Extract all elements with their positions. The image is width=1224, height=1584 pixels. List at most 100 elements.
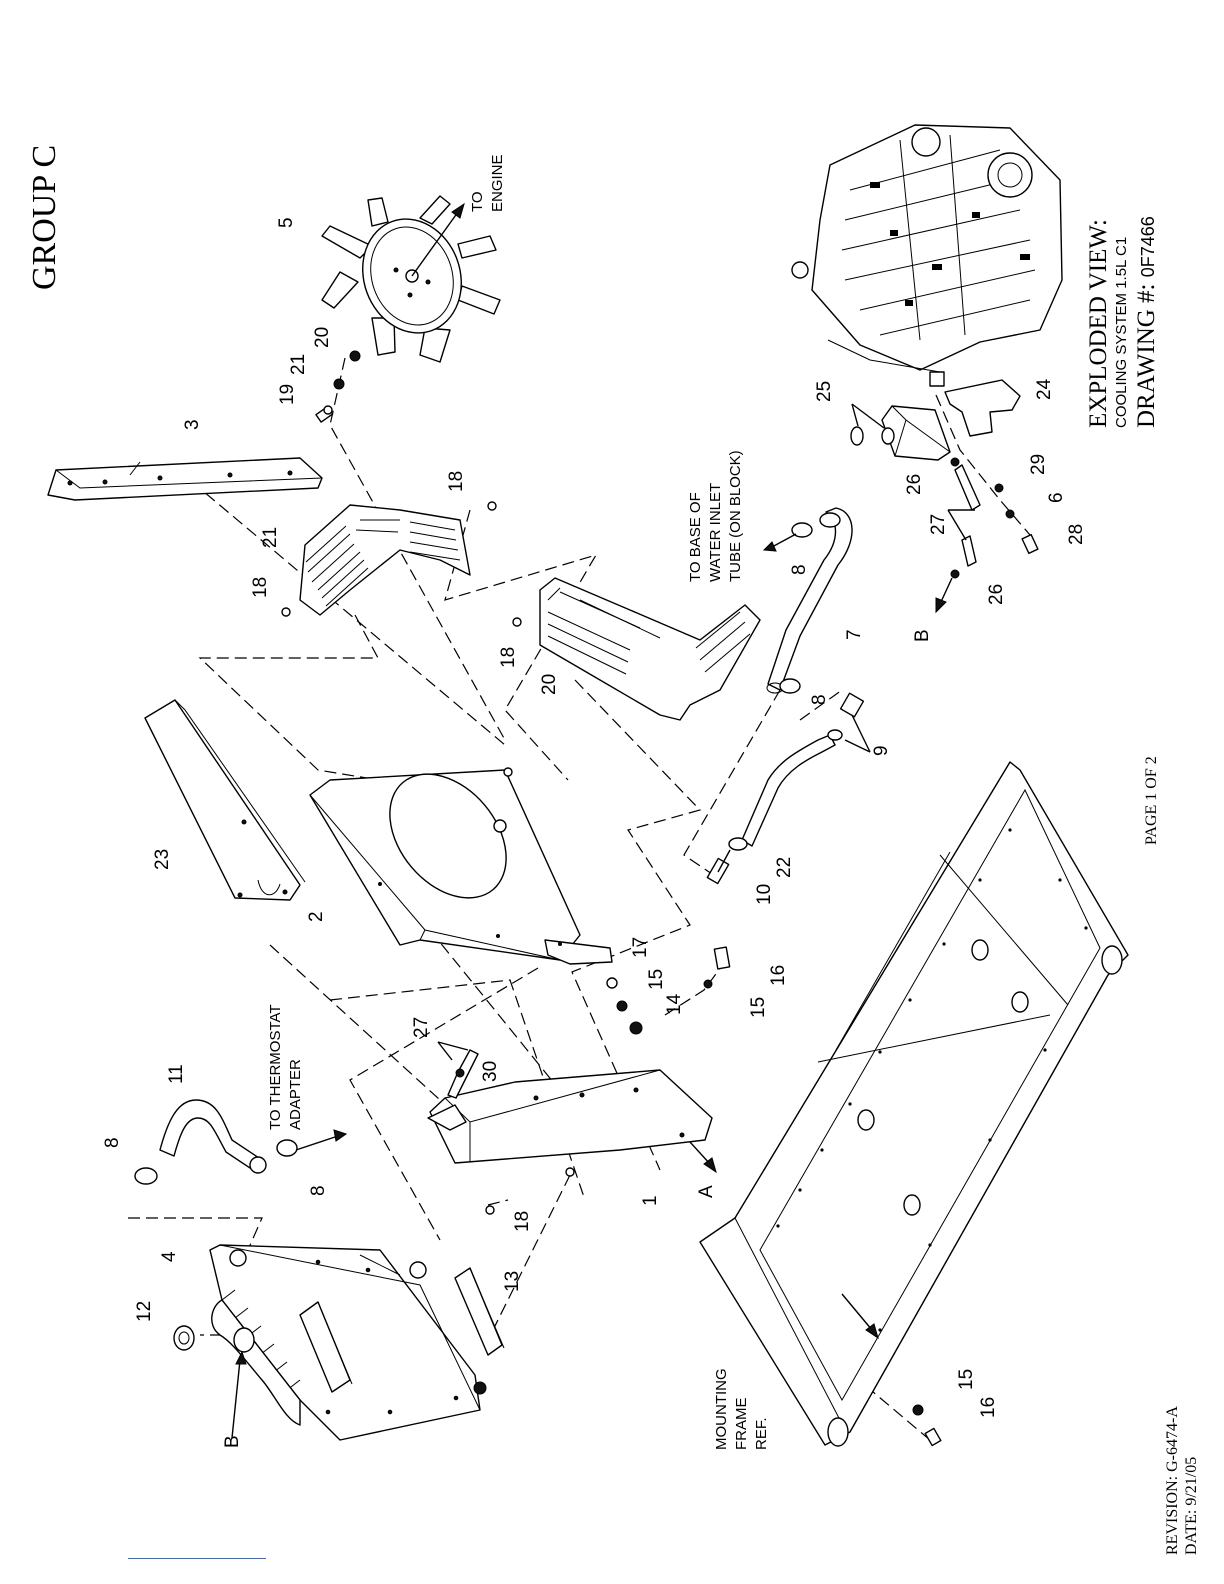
hardware-15-16-frame [912,1404,942,1447]
callout-9: 9 [871,745,892,756]
hardware-6-28-29 [994,483,1039,555]
callout-8: 8 [809,694,830,705]
rail-13-upper [299,1301,353,1393]
arrow-B-thermostat [935,569,960,614]
bracket-1 [427,1069,713,1164]
callout-20: 20 [539,674,560,695]
guard-21 [281,501,497,617]
exploded-view-title: EXPLODED VIEW: [1085,219,1112,428]
callout-13: 13 [502,1271,523,1292]
clamp-8-upper [762,522,813,694]
housing-25 [850,403,951,461]
callout-17: 17 [630,937,651,958]
callout-18: 18 [446,471,467,492]
arrow-A-upper [689,1141,717,1174]
engine-block [791,124,1063,373]
bracket-24 [929,371,1021,437]
note-to-engine: TO ENGINE [469,154,506,212]
shroud-2 [309,767,613,965]
rail-13-lower [454,1267,505,1356]
callout-27: 27 [411,1017,432,1038]
date-line: DATE: 9/21/05 [1183,1457,1200,1555]
callout-8: 8 [102,1137,123,1148]
callout-7: 7 [844,629,865,640]
callout-5: 5 [276,217,297,228]
footer-link-underline[interactable] [128,1558,266,1559]
revision-line: REVISION: G-6474-A [1164,1406,1181,1555]
hose-9 [741,692,871,847]
svg-text:WATER INLET: WATER INLET [707,483,724,582]
callout-29: 29 [1028,454,1049,475]
callout-19: 19 [277,384,298,405]
svg-text:ENGINE: ENGINE [489,154,506,212]
svg-text:ADAPTER: ADAPTER [287,1059,304,1130]
arrow-B-radiator [231,1350,247,1439]
callout-23: 23 [152,849,173,870]
group-label: GROUP C [26,145,63,290]
svg-text:TUBE (ON BLOCK): TUBE (ON BLOCK) [727,450,744,582]
fan-hardware [315,350,361,423]
callout-B: B [222,1435,243,1448]
hose-11 [134,1099,348,1185]
callout-3: 3 [182,419,203,430]
hardware-14-17 [606,946,731,1035]
note-thermostat-adapter: TO THERMOSTAT ADAPTER [267,1004,304,1130]
callout-8: 8 [308,1185,329,1196]
callout-26: 26 [904,474,925,495]
callout-12: 12 [134,1301,155,1322]
callout-27: 27 [928,514,949,535]
panel-23 [144,699,306,901]
bracket-3 [47,457,323,501]
callout-10: 10 [754,884,775,905]
callout-15: 15 [646,969,667,990]
svg-text:TO: TO [469,191,486,212]
callout-14: 14 [664,993,685,1015]
callout-26: 26 [986,584,1007,605]
callout-15: 15 [748,997,769,1018]
note-water-inlet: TO BASE OF WATER INLET TUBE (ON BLOCK) [687,450,744,582]
fitting-10 [706,849,731,885]
callout-24: 24 [1034,378,1055,400]
drawing-number: DRAWING #: 0F7466 [1133,216,1160,428]
callout-B: B [912,629,933,642]
svg-text:MOUNTING: MOUNTING [713,1368,730,1450]
cooling-system-subtitle: COOLING SYSTEM 1.5L C1 [1113,237,1130,428]
callout-18: 18 [512,1211,533,1232]
page-label: PAGE 1 OF 2 [1143,756,1160,845]
svg-text:TO BASE OF: TO BASE OF [687,492,704,582]
callout-15: 15 [956,1369,977,1390]
hose-7 [766,507,853,694]
guard-20 [512,577,761,721]
arrow-A-frame [841,1293,879,1340]
callout-25: 25 [814,381,835,402]
bolts-18-lower [485,1167,575,1215]
callout-21: 21 [260,527,281,548]
callout-21: 21 [288,354,309,375]
clamp-22 [728,837,748,851]
callout-18: 18 [498,647,519,668]
fan-assembly [321,195,501,363]
callout-4: 4 [159,1251,180,1262]
callout-16: 16 [768,965,789,986]
callout-30: 30 [480,1061,501,1082]
callout-28: 28 [1066,524,1087,545]
callout-20: 20 [312,327,333,348]
callout-16: 16 [978,1397,999,1418]
hose-27-30 [437,1041,479,1099]
callout-22: 22 [774,857,795,878]
radiator-4 [209,1244,487,1441]
callout-8: 8 [789,564,810,575]
radiator-cap-12 [173,1325,195,1351]
callout-1: 1 [640,1195,661,1206]
svg-text:FRAME: FRAME [733,1398,750,1451]
callout-18: 18 [250,577,271,598]
mounting-frame [699,761,1129,1447]
hose-27-upper [947,457,981,567]
callout-2: 2 [306,911,327,922]
callout-11: 11 [166,1064,187,1084]
callout-6: 6 [1046,492,1067,503]
svg-text:TO THERMOSTAT: TO THERMOSTAT [267,1004,284,1130]
svg-text:REF.: REF. [753,1417,770,1450]
callout-A: A [696,1185,717,1198]
